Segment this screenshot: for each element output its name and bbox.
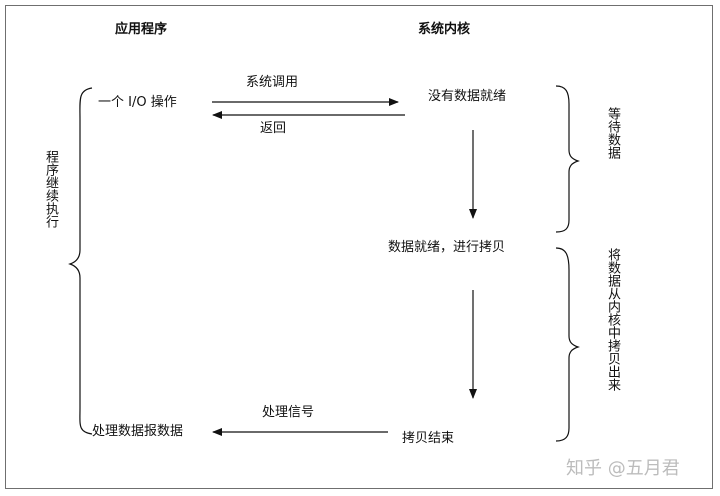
diagram-frame bbox=[5, 5, 713, 489]
left-brace bbox=[68, 87, 93, 435]
process-data-label: 处理数据报数据 bbox=[92, 424, 184, 439]
watermark: 知乎 @五月君 bbox=[566, 458, 680, 479]
syscall-label: 系统调用 bbox=[246, 75, 299, 90]
wait-phase-label: 等待数据 bbox=[605, 107, 620, 159]
app-header: 应用程序 bbox=[115, 22, 168, 37]
signal-label: 处理信号 bbox=[262, 405, 315, 420]
no-data-label: 没有数据就绪 bbox=[428, 89, 507, 104]
kernel-header: 系统内核 bbox=[418, 22, 471, 37]
copy-phase-label: 将数据从内核中拷贝出来 bbox=[605, 248, 620, 391]
continue-exec-label: 程序继续执行 bbox=[43, 150, 58, 228]
copy-done-label: 拷贝结束 bbox=[402, 431, 455, 446]
copy-brace bbox=[555, 247, 580, 442]
io-operation-label: 一个 I/O 操作 bbox=[98, 95, 177, 110]
data-ready-label: 数据就绪，进行拷贝 bbox=[388, 240, 506, 255]
wait-brace bbox=[555, 85, 580, 233]
return-label: 返回 bbox=[260, 121, 287, 136]
